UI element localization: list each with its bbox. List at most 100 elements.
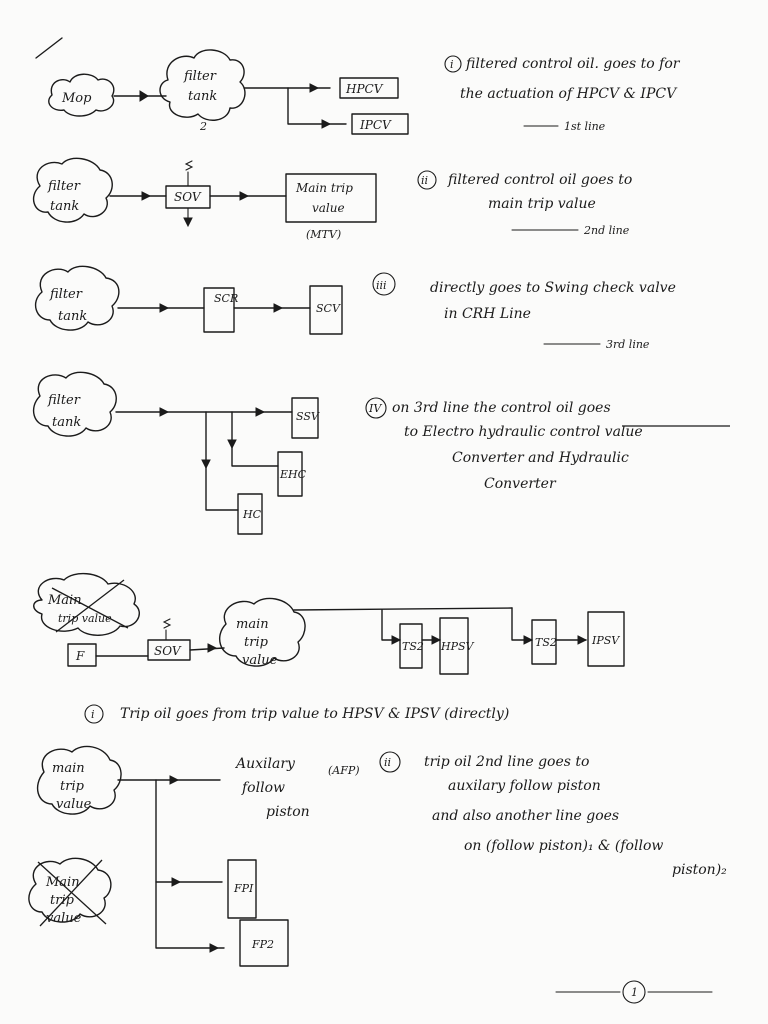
filter-tank-number: 2 <box>199 120 207 133</box>
note-4-roman-circle <box>365 397 387 419</box>
f-box <box>67 643 97 667</box>
ipcv-box <box>351 113 409 135</box>
ipsv-label: IPSV <box>591 634 620 647</box>
filter-tank-label-line1: filter <box>183 69 217 84</box>
note-3-line1: directly goes to Swing check valve <box>430 280 676 296</box>
afp-label-line3: piston <box>266 804 310 820</box>
note-1-line3: 1st line <box>564 120 606 133</box>
ts2-box-2-label: TS2 <box>535 636 557 649</box>
note-5-roman: i <box>91 708 95 721</box>
mtv-box-sub-label: (MTV) <box>306 228 341 241</box>
filter-tank-3-label-line1: filter <box>49 287 83 302</box>
note-2-roman: ii <box>421 174 428 187</box>
note-4-line2: to Electro hydraulic control value <box>404 424 643 440</box>
filter-tank-2-label-line1: filter <box>47 179 81 194</box>
line-branch-to-hc <box>205 411 239 511</box>
filter-tank-2-label-line2: tank <box>50 199 79 214</box>
fp1-box <box>227 859 257 919</box>
section-4-electro-hydraulic-line: filter tank SSV EHC HC IV on 3rd line th… <box>32 371 730 535</box>
ehc-box <box>277 451 303 497</box>
note-6-roman-circle <box>379 751 401 773</box>
sov-label: SOV <box>174 190 202 204</box>
struck-main-trip-value-cloud <box>33 573 140 636</box>
mtv-box-label-line2: value <box>312 201 345 215</box>
cloud-6-cross-out-1 <box>37 861 107 925</box>
filter-tank-cloud-2 <box>32 157 113 223</box>
page-number-circle <box>622 980 646 1004</box>
hpsv-label: HPSV <box>440 640 475 653</box>
note-4-line4: Converter <box>484 476 557 492</box>
struck-6-label-line1: Main <box>45 875 80 890</box>
filter-tank-cloud-4 <box>32 371 117 437</box>
section-3-swing-check-valve-line: filter tank SCR SCV iii directly goes to… <box>34 265 676 351</box>
mtv-6-label-line2: trip <box>60 779 85 794</box>
ts2-box-1-label: TS2 <box>402 640 424 653</box>
note-1-line1: filtered control oil. goes to for <box>465 56 681 72</box>
corner-tick-mark <box>35 37 63 59</box>
filter-tank-4-label-line2: tank <box>52 415 81 430</box>
cloud-6-cross-out-2 <box>39 859 103 927</box>
main-trip-value-cloud-6 <box>36 745 122 815</box>
mtv-6-label-line1: main <box>52 761 85 776</box>
mtv-5-label-line1: main <box>236 617 269 632</box>
filter-tank-label-line2: tank <box>188 89 217 104</box>
ssv-box <box>291 397 319 439</box>
ssv-label: SSV <box>296 410 320 423</box>
note-4-roman: IV <box>368 402 382 415</box>
note-6-roman: ii <box>384 756 391 769</box>
sov-2-label: SOV <box>154 644 182 658</box>
afp-label-line1: Auxilary <box>234 756 296 772</box>
afp-tag: (AFP) <box>328 764 360 777</box>
note-5-roman-circle <box>84 704 104 724</box>
sov-spring-icon <box>184 160 194 171</box>
scv-box <box>309 285 343 335</box>
ts2-box-1 <box>399 623 423 669</box>
ts2-box-2 <box>531 619 557 665</box>
filter-tank-cloud <box>159 49 246 121</box>
hpsv-box <box>439 617 469 675</box>
line-branch-to-fp1 <box>155 779 223 883</box>
fp2-box <box>239 919 289 967</box>
mtv-5-label-line2: trip <box>244 635 269 650</box>
hc-label: HC <box>242 508 262 521</box>
main-trip-value-box <box>285 173 377 223</box>
note-3-line2: in CRH Line <box>444 306 531 322</box>
note-6-line4: on (follow piston)₁ & (follow <box>464 838 663 854</box>
filter-tank-3-label-line2: tank <box>58 309 87 324</box>
struck-cloud-label-line2: trip value <box>58 612 112 625</box>
scr-box <box>203 287 235 333</box>
note-6-line3: and also another line goes <box>432 808 619 824</box>
struck-6-label-line3: value <box>46 911 82 926</box>
ipsv-box <box>587 611 625 667</box>
mop-cloud <box>48 73 115 117</box>
note-2-line3: 2nd line <box>583 224 630 237</box>
note-6-line1: trip oil 2nd line goes to <box>424 754 589 770</box>
note-2-roman-circle <box>417 170 437 190</box>
hpcv-label: HPCV <box>345 82 384 96</box>
mop-label: Mop <box>61 91 92 106</box>
struck-main-trip-value-cloud-6 <box>28 857 112 923</box>
scr-label: SCR <box>214 292 238 305</box>
note-6-line2: auxilary follow piston <box>448 778 601 794</box>
line-branch-to-ehc <box>231 411 279 467</box>
main-trip-value-cloud-5 <box>218 597 306 667</box>
mtv-box-label-line1: Main trip <box>295 181 353 195</box>
page-number: 1 <box>631 986 638 999</box>
section-2-main-trip-value-line: filter tank SOV Main trip value (MTV) ii… <box>32 157 632 241</box>
note-2-line2: main trip value <box>488 196 596 212</box>
note-4-line1: on 3rd line the control oil goes <box>392 400 611 416</box>
mtv-6-label-line3: value <box>56 797 92 812</box>
ehc-label: EHC <box>279 468 307 481</box>
struck-6-label-line2: trip <box>50 893 75 908</box>
note-1-roman: i <box>450 58 454 71</box>
afp-label-line2: follow <box>241 780 285 796</box>
note-3-roman-circle <box>372 272 396 296</box>
cloud-cross-out-2 <box>51 587 129 629</box>
line-to-ts-2 <box>511 607 533 641</box>
fp1-label: FPI <box>233 882 254 895</box>
note-1-roman-circle <box>444 55 462 73</box>
line-branch-to-ipcv <box>287 87 347 125</box>
note-2-line1: filtered control oil goes to <box>447 172 632 188</box>
fp2-label: FP2 <box>251 938 274 951</box>
